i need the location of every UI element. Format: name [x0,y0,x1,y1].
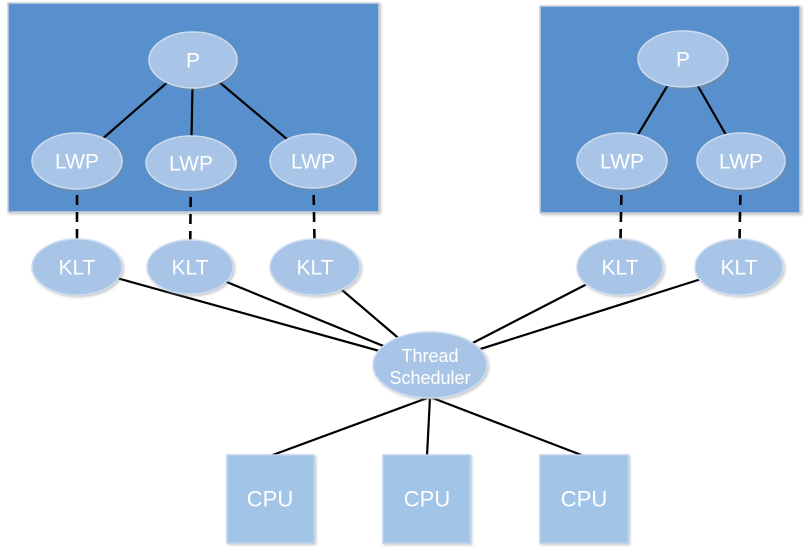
klt-label-5: KLT [721,257,758,280]
klt-node-3 [269,238,361,296]
edge-klt5-scheduler [429,265,740,367]
cpu-node-2 [382,454,471,544]
lwp-label-left-2: LWP [169,153,213,176]
edge-scheduler-cpu3 [429,395,585,458]
klt-label-4: KLT [602,257,639,280]
thread-scheduler-label-line1: Thread [401,346,458,366]
lwp-node-left-2 [145,135,237,191]
lwp-node-right-2 [696,132,786,190]
edge-klt1-scheduler [76,265,431,367]
cpu-node-3 [539,454,629,544]
process-node-left [148,31,238,89]
thread-scheduler-label-line2: Scheduler [389,368,470,388]
cpu-label-3: CPU [561,487,607,512]
lwp-label-left-3: LWP [291,151,335,174]
lwp-label-right-2: LWP [719,151,763,174]
lwp-node-right-1 [576,132,668,190]
klt-node-1 [31,238,123,296]
klt-node-2 [146,239,234,295]
edge-scheduler-cpu2 [425,396,432,457]
klt-label-3: KLT [297,257,334,280]
cpu-label-2: CPU [404,487,450,512]
lwp-label-right-1: LWP [600,151,644,174]
lwp-node-left-3 [269,133,357,189]
process-node-right [637,30,729,88]
lwp-node-left-1 [31,132,123,190]
klt-label-2: KLT [172,257,209,280]
edge-scheduler-cpu1 [269,395,431,458]
process-label-right: P [676,49,690,72]
process-label-left: P [186,50,200,73]
klt-node-5 [694,238,784,296]
klt-node-4 [576,238,664,296]
lwp-label-left-1: LWP [55,151,99,174]
thread-scheduler-node [372,331,488,399]
cpu-label-1: CPU [247,487,293,512]
klt-label-1: KLT [59,257,96,280]
cpu-node-1 [226,454,315,544]
